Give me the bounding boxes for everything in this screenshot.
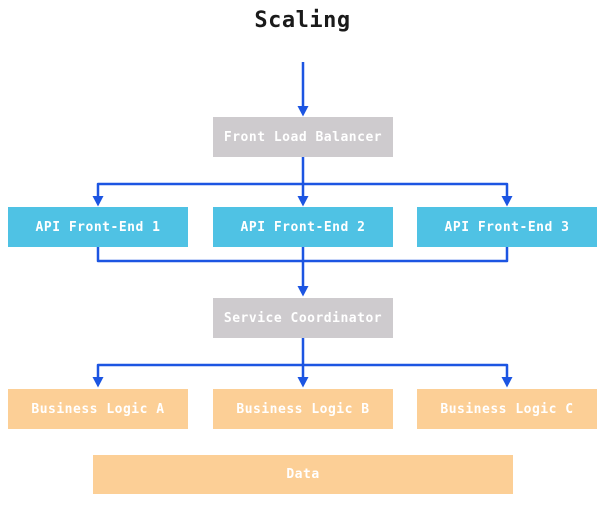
business-logic-c-node: Business Logic C (417, 389, 597, 429)
arrowhead-to-logic-a (92, 377, 104, 388)
arrowhead-to-api3 (501, 196, 513, 207)
arrowhead-to-logic-b (297, 377, 309, 388)
api-front-end-1-node: API Front-End 1 (8, 207, 188, 247)
data-node: Data (93, 455, 513, 494)
arrowhead-to-logic-c (501, 377, 513, 388)
business-logic-b-node: Business Logic B (213, 389, 393, 429)
arrowhead-to-coordinator (297, 286, 309, 297)
service-coordinator-node: Service Coordinator (213, 298, 393, 338)
api-front-end-3-node: API Front-End 3 (417, 207, 597, 247)
api-front-end-2-node: API Front-End 2 (213, 207, 393, 247)
arrowhead-to-api1 (92, 196, 104, 207)
business-logic-a-node: Business Logic A (8, 389, 188, 429)
front-load-balancer-node: Front Load Balancer (213, 117, 393, 157)
arrow-coordinator-fanout (96, 363, 509, 378)
diagram-title: Scaling (254, 8, 351, 33)
arrowhead-title-to-balancer (297, 106, 309, 117)
arrow-balancer-fanout (96, 182, 509, 197)
arrowhead-to-api2 (297, 196, 309, 207)
